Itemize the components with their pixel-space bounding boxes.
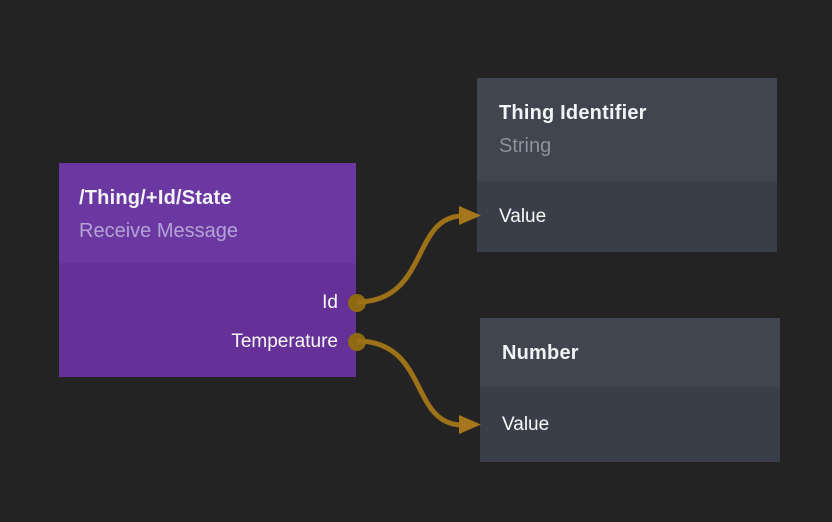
node-trigger-body: Id Temperature — [59, 263, 366, 377]
wire-id-to-thing-identifier-value[interactable] — [356, 213, 464, 305]
input-port-value-thing-label: Value — [499, 205, 547, 227]
arrowhead-icon — [459, 415, 481, 434]
output-port-temperature-label: Temperature — [231, 330, 338, 352]
node-trigger-title: /Thing/+Id/State — [79, 187, 232, 209]
node-thing-identifier-body: Value — [477, 181, 777, 252]
output-port-id[interactable]: Id — [59, 283, 366, 322]
node-number-title: Number — [502, 341, 579, 364]
input-port-value-number[interactable]: Value — [480, 414, 549, 436]
output-port-id-label: Id — [322, 291, 338, 313]
arrowhead-icon — [459, 206, 481, 225]
wire-temperature-to-number-value[interactable] — [356, 338, 464, 428]
node-thing-identifier-title: Thing Identifier — [499, 102, 647, 124]
input-port-value-thing[interactable]: Value — [477, 206, 546, 228]
node-number-body: Value — [480, 387, 780, 462]
input-port-value-number-label: Value — [502, 413, 550, 435]
node-trigger-subtitle: Receive Message — [79, 220, 238, 242]
node-thing-identifier[interactable]: Thing Identifier String Value — [477, 78, 777, 252]
output-port-temperature[interactable]: Temperature — [59, 322, 366, 361]
node-thing-identifier-subtitle: String — [499, 135, 552, 157]
node-number[interactable]: Number Value — [480, 318, 780, 462]
node-trigger[interactable]: /Thing/+Id/State Receive Message Id Temp… — [59, 163, 366, 377]
node-trigger-header: /Thing/+Id/State Receive Message — [59, 163, 356, 263]
node-number-header: Number — [480, 318, 780, 387]
node-thing-identifier-header: Thing Identifier String — [477, 78, 777, 181]
